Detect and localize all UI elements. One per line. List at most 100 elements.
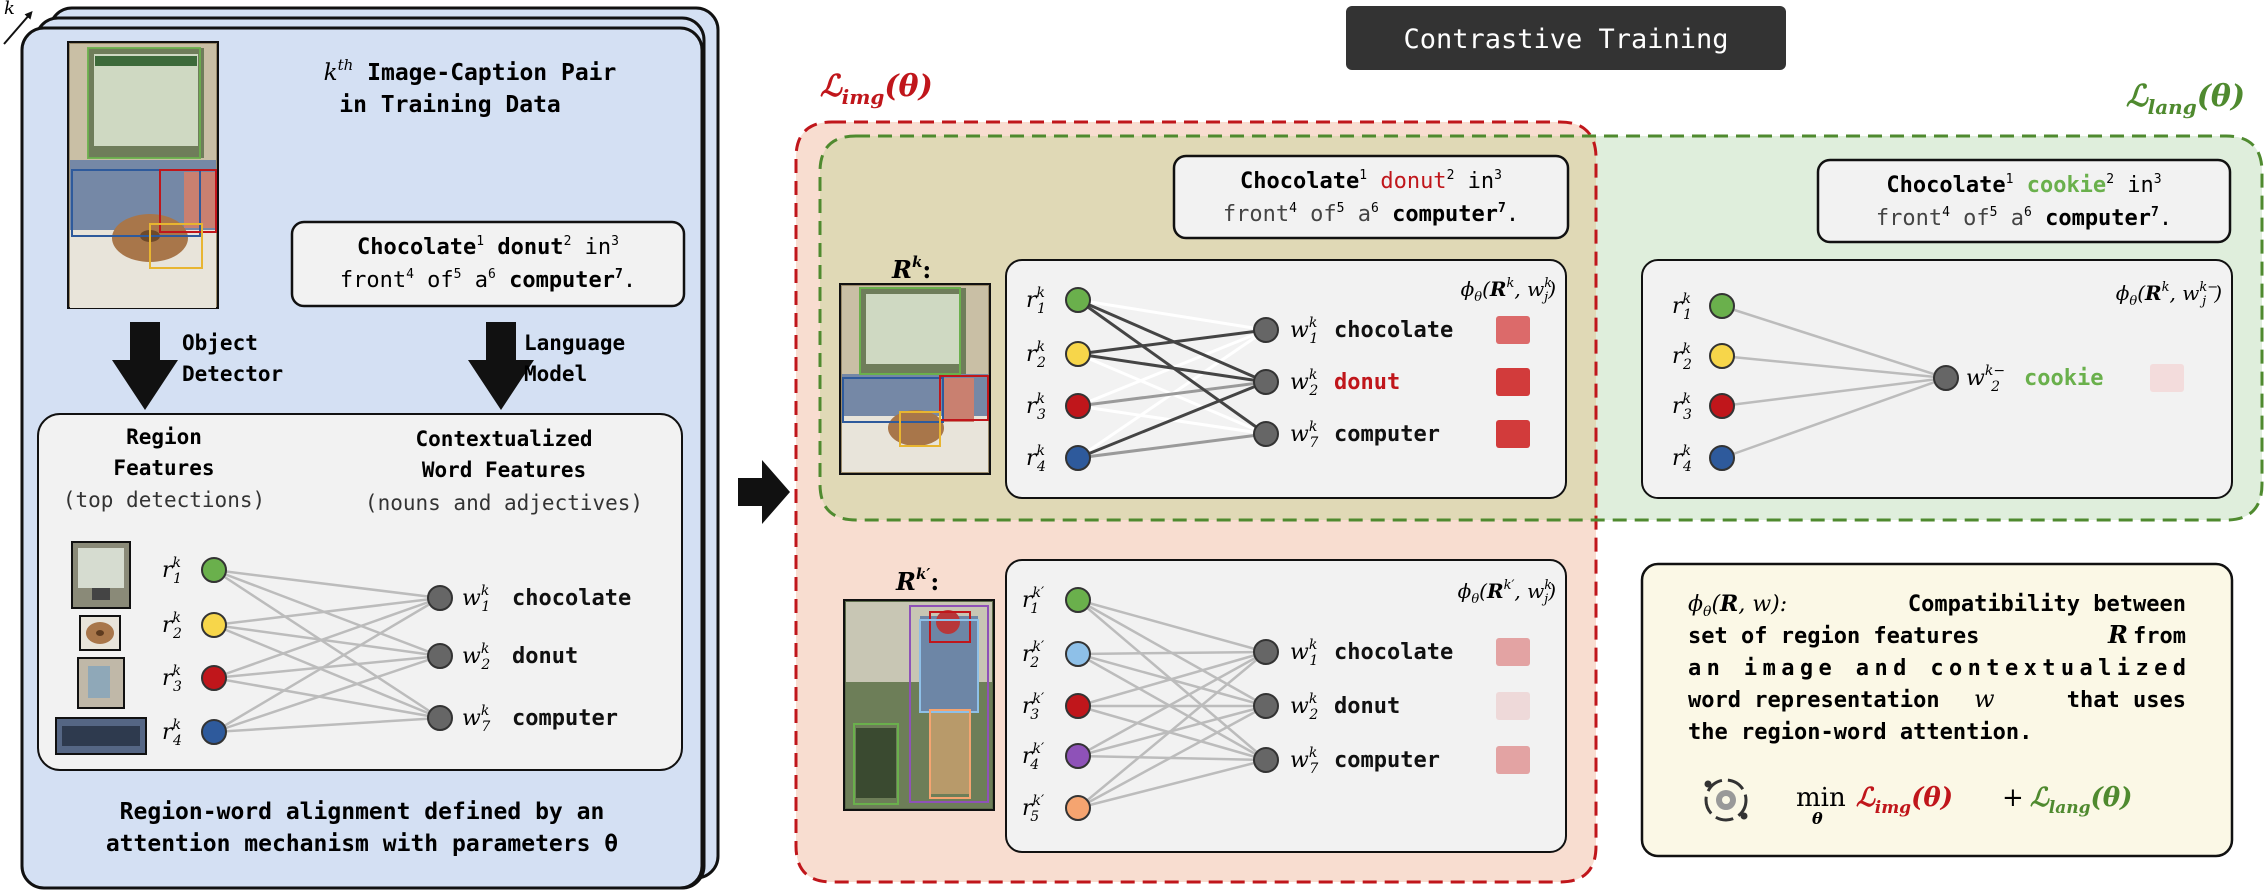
left-word-text: computer [512, 706, 618, 731]
object-detector-label-2: Detector [182, 362, 283, 386]
neg-caption-word-2: cookie [2027, 173, 2106, 198]
left-edge [213, 623, 441, 720]
neg-caption-period: . [2159, 206, 2172, 231]
pos-region-node [1065, 445, 1091, 471]
thumbnail-keyboard [55, 717, 147, 755]
region-thumbnails [55, 541, 147, 755]
lang-region-node [1709, 445, 1735, 471]
neg-region-label: rk′4 [1022, 741, 1045, 773]
positive-image [839, 283, 991, 475]
neg-caption-index-2: 2 [2106, 172, 2114, 187]
pos-caption-period: . [1506, 202, 1519, 227]
caption-word-7: computer [509, 268, 615, 293]
region-features-title-2: Features [113, 456, 214, 480]
stack-index-label: k [4, 0, 15, 19]
pos-caption-word-1: Chocolate [1240, 169, 1359, 194]
lang-word-text: cookie [2024, 366, 2103, 391]
pos-caption-index-5: 5 [1337, 201, 1345, 216]
neg-word-text: chocolate [1334, 640, 1453, 665]
rk-label-colon: : [922, 255, 931, 284]
left-edge [213, 596, 441, 734]
stack-depth-arrow: k [3, 0, 33, 45]
objective-loss-img: ℒimg(θ) [1856, 783, 1953, 818]
left-edge [213, 596, 441, 680]
lang-word-label: wk−2 [1966, 363, 2005, 395]
left-edge [213, 568, 441, 600]
pos-caption-word-7: computer [1392, 202, 1498, 227]
region-features-note: (top detections) [63, 488, 265, 512]
neg-caption-word-7: computer [2045, 206, 2151, 231]
pos-word-text: donut [1334, 370, 1400, 395]
neg-caption-index-5: 5 [1990, 205, 1998, 220]
neg-edge [1077, 650, 1267, 708]
neg-caption-index-3: 3 [2154, 172, 2162, 187]
neg-edge [1077, 651, 1267, 809]
left-edge [213, 568, 441, 658]
loss-img-main: ℒ [820, 69, 843, 104]
rk-label-sup: k [912, 253, 922, 271]
rk-label: Rk: [891, 253, 931, 284]
pos-caption-index-7: 7 [1498, 201, 1506, 216]
loss-lang-main: ℒ [2126, 79, 2149, 114]
neg-region-node [1065, 743, 1091, 769]
left-region-node [201, 719, 227, 745]
left-word-text: donut [512, 644, 578, 669]
neg-word-text: computer [1334, 748, 1440, 773]
contrastive-title-text: Contrastive Training [1403, 24, 1728, 55]
objective-plus: + [2002, 783, 2024, 813]
svg-text:front4 of5 a6 computer7.: front4 of5 a6 computer7. [1876, 205, 2172, 231]
language-model-label-2: Model [524, 362, 587, 386]
left-region-node [201, 665, 227, 691]
language-model-arrow: Language Model [468, 322, 625, 410]
objective-sub: θ [1812, 809, 1823, 828]
left-region-node [201, 612, 227, 638]
pos-word-node [1253, 317, 1279, 343]
loss-img-label: ℒimg(θ) [820, 69, 933, 109]
rk-prime-label-main: R [895, 567, 916, 596]
neg-caption-word-3: in [2127, 173, 2154, 198]
loss-lang-sub: lang [2148, 95, 2197, 119]
thumbnail-mug [77, 657, 125, 709]
rk-prime-label-colon: : [930, 567, 939, 596]
objective-loss-lang-arg: (θ) [2090, 783, 2132, 813]
svg-text:front4 of5 a6 computer7.: front4 of5 a6 computer7. [340, 267, 636, 293]
language-model-label-1: Language [524, 331, 625, 355]
caption-index-1: 1 [476, 234, 484, 249]
object-detector-arrow: Object Detector [112, 322, 283, 410]
training-image [67, 41, 219, 309]
left-word-node [427, 643, 453, 669]
neg-region-label: rk′3 [1022, 691, 1045, 723]
note-line-3: an image and contextualized [1688, 656, 2186, 681]
neg-score-swatch [1496, 746, 1530, 774]
positive-caption-box: Chocolate1 donut2 in3 front4 of5 a6 comp… [1172, 154, 1570, 240]
neg-word-node [1253, 639, 1279, 665]
pos-caption-word-5: of [1310, 202, 1337, 227]
left-edge [213, 716, 441, 734]
note-line-4b: w [1974, 685, 1995, 713]
left-word-node [427, 705, 453, 731]
objective-min: min [1796, 783, 1846, 813]
objective-formula: min [1796, 783, 1846, 813]
caption-word-5: of [427, 268, 454, 293]
region-features-title-1: Region [126, 425, 202, 449]
footer-line-2: attention mechanism with parameters θ [106, 831, 618, 857]
neg-word-text: donut [1334, 694, 1400, 719]
word-features-title-2: Word Features [422, 458, 586, 482]
lang-edge [1721, 376, 1947, 408]
negative-caption-box: Chocolate1 cookie2 in3 front4 of5 a6 com… [1816, 158, 2232, 244]
objective-loss-lang-sub: lang [2049, 798, 2091, 818]
neg-caption-index-1: 1 [2006, 172, 2014, 187]
svg-text:front4 of5 a6 computer7.: front4 of5 a6 computer7. [1223, 201, 1519, 227]
